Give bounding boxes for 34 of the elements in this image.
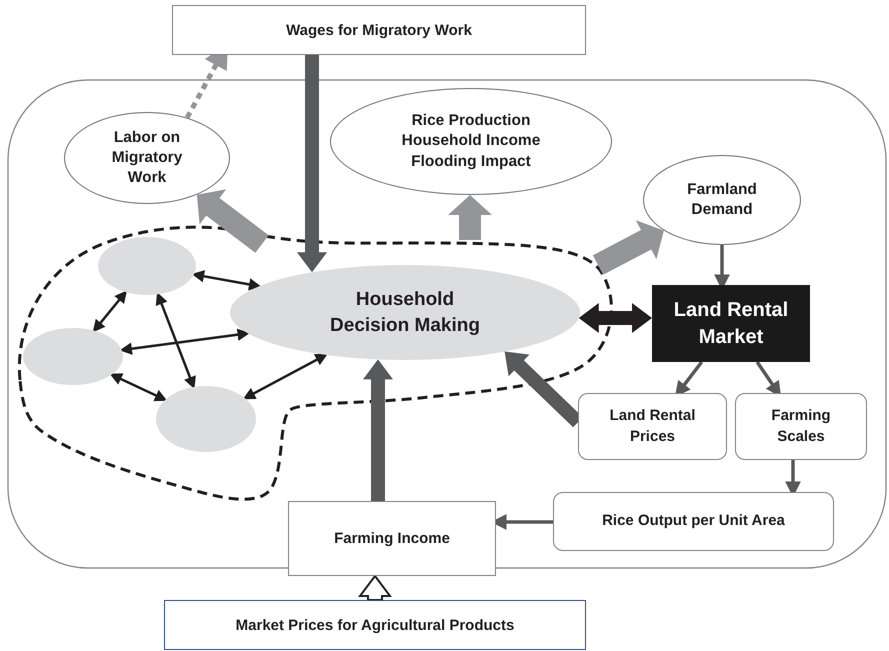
- node-label: Household Income: [402, 131, 540, 152]
- node-label: Flooding Impact: [411, 152, 531, 172]
- node-label: Labor on Migratory Work: [110, 128, 184, 188]
- node-label: Market Prices for Agricultural Products: [236, 616, 514, 634]
- empty-ellipse: [23, 328, 123, 385]
- node-label: Land Rental Prices: [608, 406, 696, 446]
- double-arrow: [192, 270, 262, 291]
- factor-box: [578, 393, 727, 460]
- node-label: Land Rental Market: [672, 298, 790, 350]
- double-arrow: [156, 292, 196, 390]
- market-box: [652, 285, 810, 362]
- factor-box: [172, 5, 586, 55]
- block-arrow: [196, 189, 269, 253]
- node-label: Farming Income: [334, 530, 450, 547]
- node-label: Wages for Migratory Work: [286, 22, 472, 38]
- double-arrow: [110, 373, 168, 402]
- node-label: Farming Scales: [770, 406, 832, 446]
- node-label: Farmland Demand: [686, 180, 758, 220]
- block-arrow: [297, 55, 327, 272]
- node-label: Rice Production: [412, 111, 530, 132]
- double-arrow: [119, 328, 250, 355]
- node-label: Household Decision Making: [329, 288, 481, 338]
- factor-box: [735, 393, 867, 460]
- double-arrow: [242, 354, 328, 400]
- block-arrow: [592, 220, 664, 275]
- block-arrow: [363, 359, 393, 501]
- node-label: Rice Output per Unit Area: [602, 511, 785, 532]
- double-arrow: [92, 290, 128, 332]
- block-arrow: [448, 195, 492, 240]
- double-block-arrow: [578, 303, 652, 333]
- block-arrow: [358, 574, 392, 601]
- factor-box: [288, 501, 496, 576]
- factor-box: [553, 492, 834, 551]
- factor-box: [164, 600, 586, 650]
